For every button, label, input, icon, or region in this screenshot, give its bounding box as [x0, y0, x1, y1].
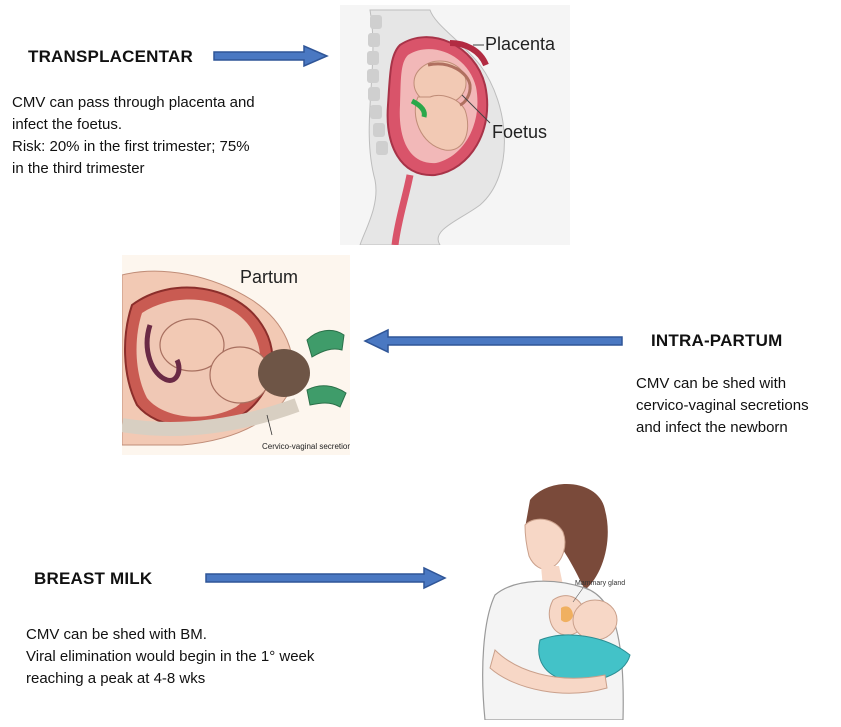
breast-milk-arrow	[204, 566, 448, 590]
secretions-label: Cervico-vaginal secretions	[262, 442, 350, 451]
pregnancy-illustration: Placenta Foetus	[340, 5, 570, 245]
intrapartum-line-3: and infect the newborn	[636, 417, 809, 439]
transplacental-description: CMV can pass through placenta and infect…	[12, 92, 255, 180]
breast-milk-heading: BREAST MILK	[34, 569, 152, 589]
transplacental-line-4: in the third trimester	[12, 158, 255, 180]
breast-milk-line-3: reaching a peak at 4-8 wks	[26, 668, 314, 690]
mammary-gland-label: Mammary gland	[575, 580, 625, 587]
partum-label: Partum	[240, 267, 298, 287]
placenta-label: Placenta	[485, 34, 556, 54]
intrapartum-line-2: cervico-vaginal secretions	[636, 395, 809, 417]
transplacental-arrow	[212, 44, 330, 68]
transplacental-line-1: CMV can pass through placenta and	[12, 92, 255, 114]
intrapartum-description: CMV can be shed with cervico-vaginal sec…	[636, 373, 809, 439]
intrapartum-line-1: CMV can be shed with	[636, 373, 809, 395]
breast-milk-line-1: CMV can be shed with BM.	[26, 624, 314, 646]
transplacental-heading: TRANSPLACENTAR	[28, 47, 193, 67]
intrapartum-arrow	[362, 328, 624, 354]
foetus-label: Foetus	[492, 122, 547, 142]
intrapartum-heading: INTRA-PARTUM	[651, 331, 782, 351]
partum-illustration: Partum Cervico-vaginal secretions	[122, 255, 350, 455]
breast-milk-description: CMV can be shed with BM. Viral eliminati…	[26, 624, 314, 690]
transplacental-line-2: infect the foetus.	[12, 114, 255, 136]
breast-milk-line-2: Viral elimination would begin in the 1° …	[26, 646, 314, 668]
transplacental-line-3: Risk: 20% in the first trimester; 75%	[12, 136, 255, 158]
breastfeeding-illustration: Mammary gland	[455, 470, 655, 720]
